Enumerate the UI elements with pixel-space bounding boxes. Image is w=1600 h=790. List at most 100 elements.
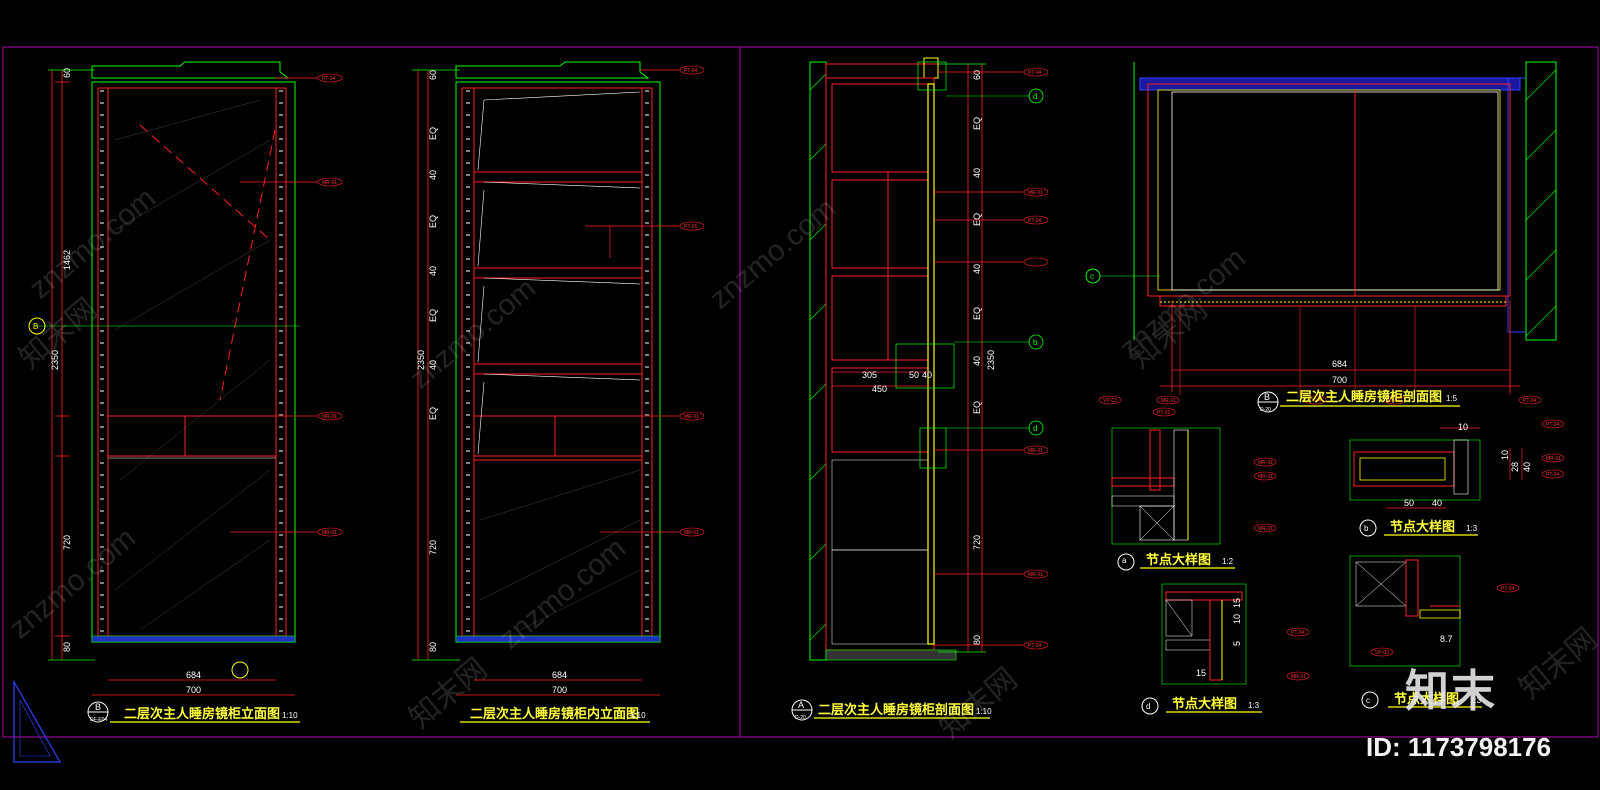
detail-d-view: 15 10 5 15 PT-04 MR-01 d 节点大样图 1:3 — [1141, 583, 1310, 715]
dim-det-d-15b: 15 — [1196, 668, 1206, 678]
tag-elev-left-2: MR-01 — [322, 180, 337, 186]
tag-plan-1: VP-03 — [1103, 398, 1117, 404]
title-plan: 二层次主人睡房镜柜剖面图 — [1286, 389, 1442, 404]
dim-sec-2350: 2350 — [986, 350, 996, 370]
tag-det-c-1: PT-04 — [1501, 586, 1515, 592]
dim-elev-mid-720: 720 — [428, 540, 438, 555]
watermark-cn-5: 知末网 — [1513, 622, 1600, 705]
plan-section-view: 684 700 c VP-03 MR-01 PT-04 MR-01 PT-04 … — [1085, 61, 1557, 413]
dim-elev-left-60: 60 — [62, 68, 72, 78]
title-section: 二层次主人睡房镜柜剖面图 — [818, 702, 974, 717]
tag-det-a-1: PT-01 — [1157, 410, 1171, 416]
dim-sec-eq2: EQ — [972, 213, 982, 226]
scale-elev-inner: 1:10 — [630, 711, 646, 720]
dim-sec-40a: 40 — [972, 168, 982, 178]
dim-elev-left-1462: 1462 — [62, 250, 72, 270]
marker-det-c: c — [1366, 696, 1370, 705]
dim-elev-mid-40a: 40 — [428, 170, 438, 180]
dim-sec-40c: 40 — [972, 356, 982, 366]
dim-sec-80: 80 — [972, 635, 982, 645]
marker-plan-b: B — [1264, 392, 1270, 402]
tag-plan-3: PT-04 — [1308, 398, 1322, 404]
tag-sec-6: PT-04 — [1028, 643, 1042, 649]
callout-sec-d2: d — [1033, 424, 1037, 433]
watermark-site-2: znzmo.com — [403, 271, 542, 395]
tag-sec-1: PT-04 — [1028, 70, 1042, 76]
tag-det-c-2: VP-03 — [1375, 650, 1389, 656]
dim-elev-mid-eq1: EQ — [428, 127, 438, 140]
dim-det-b-50: 50 — [1404, 498, 1414, 508]
section-view: 60 EQ 40 EQ 40 EQ 40 EQ 2350 720 80 305 … — [791, 57, 1049, 721]
marker-det-a: a — [1122, 556, 1127, 565]
frame-left — [2, 46, 741, 738]
dim-elev-left-700: 700 — [186, 685, 201, 695]
dim-elev-left-684: 684 — [186, 670, 201, 680]
tag-sec-4: MR-01 — [1028, 448, 1043, 454]
tag-det-b-3: PT-04 — [1546, 472, 1560, 478]
dim-elev-mid-684: 684 — [552, 670, 567, 680]
dim-det-d-5: 5 — [1232, 641, 1242, 646]
dim-elev-mid-80: 80 — [428, 642, 438, 652]
title-det-b: 节点大样图 — [1390, 519, 1455, 534]
marker-elev-b-sheet: DF-E04 — [90, 717, 107, 723]
callout-sec-b: b — [1033, 338, 1038, 347]
dim-sec-eq3: EQ — [972, 307, 982, 320]
dim-det-b-40: 40 — [1432, 498, 1442, 508]
dim-sec-50: 50 — [909, 370, 919, 380]
dim-det-d-10: 10 — [1232, 614, 1242, 624]
watermark-id: ID: 1173798176 — [1366, 732, 1552, 762]
title-det-d: 节点大样图 — [1172, 696, 1237, 711]
dim-elev-mid-40c: 40 — [428, 360, 438, 370]
tag-elev-mid-2: PT-01 — [684, 224, 698, 230]
dim-sec-720: 720 — [972, 535, 982, 550]
elevation-left-view: 60 1462 2350 720 80 684 700 PT-04 MR-01 … — [28, 61, 343, 723]
dim-elev-mid-60: 60 — [428, 70, 438, 80]
scale-det-d: 1:3 — [1248, 701, 1260, 710]
scale-det-b: 1:3 — [1466, 524, 1478, 533]
dim-det-b-10: 10 — [1458, 422, 1468, 432]
dim-det-c-87: 8.7 — [1440, 634, 1453, 644]
dim-sec-305: 305 — [862, 370, 877, 380]
tag-plan-2: MR-01 — [1161, 398, 1176, 404]
dim-sec-40b: 40 — [972, 264, 982, 274]
callout-b-side: B — [33, 322, 38, 331]
dim-elev-left-80: 80 — [62, 642, 72, 652]
marker-sec-a-sheet: D-20 — [795, 715, 806, 721]
tag-elev-left-4: MR-01 — [322, 530, 337, 536]
watermark-site-3: znzmo.com — [703, 191, 842, 315]
scale-elev-left: 1:10 — [282, 711, 298, 720]
title-elev-inner: 二层次主人睡房镜柜内立面图 — [470, 706, 639, 721]
elevation-inner-view: 60 EQ 40 EQ 40 EQ 40 EQ 2350 720 80 684 … — [412, 61, 705, 723]
dim-elev-mid-eq2: EQ — [428, 215, 438, 228]
dim-sec-eq1: EQ — [972, 117, 982, 130]
watermark-logo: 知末 — [1405, 666, 1497, 717]
tag-sec-2: MR-01 — [1028, 190, 1043, 196]
tag-det-d-1: PT-04 — [1291, 630, 1305, 636]
callout-plan-c: c — [1090, 272, 1094, 281]
scale-plan: 1:5 — [1446, 394, 1458, 403]
tag-sec-5: MR-01 — [1028, 572, 1043, 578]
marker-det-b: b — [1364, 524, 1369, 533]
title-det-a: 节点大样图 — [1146, 552, 1211, 567]
tag-det-b-2: MR-01 — [1546, 456, 1561, 462]
title-elev-left: 二层次主人睡房镜柜立面图 — [124, 706, 280, 721]
tag-det-a-3: MR-01 — [1258, 474, 1273, 480]
tag-elev-mid-3: MR-01 — [684, 414, 699, 420]
marker-det-d: d — [1146, 702, 1150, 711]
dim-elev-mid-2350: 2350 — [416, 350, 426, 370]
dim-elev-mid-eq3: EQ — [428, 309, 438, 322]
detail-c-view: 8.7 PT-04 VP-03 c 节点大样图 1:3 — [1349, 555, 1520, 709]
watermark-cn-2: 知末网 — [403, 652, 493, 735]
dim-plan-700: 700 — [1332, 375, 1347, 385]
dim-sec-60: 60 — [972, 70, 982, 80]
dim-sec-eq4: EQ — [972, 401, 982, 414]
dim-elev-mid-eq4: EQ — [428, 407, 438, 420]
dim-elev-mid-700: 700 — [552, 685, 567, 695]
tag-elev-left-1: PT-04 — [322, 76, 336, 82]
tag-det-a-2: MR-01 — [1258, 460, 1273, 466]
dim-sec-40: 40 — [922, 370, 932, 380]
frame-right — [739, 46, 1599, 738]
scale-det-a: 1:2 — [1222, 557, 1234, 566]
tag-elev-mid-4: MR-01 — [684, 530, 699, 536]
